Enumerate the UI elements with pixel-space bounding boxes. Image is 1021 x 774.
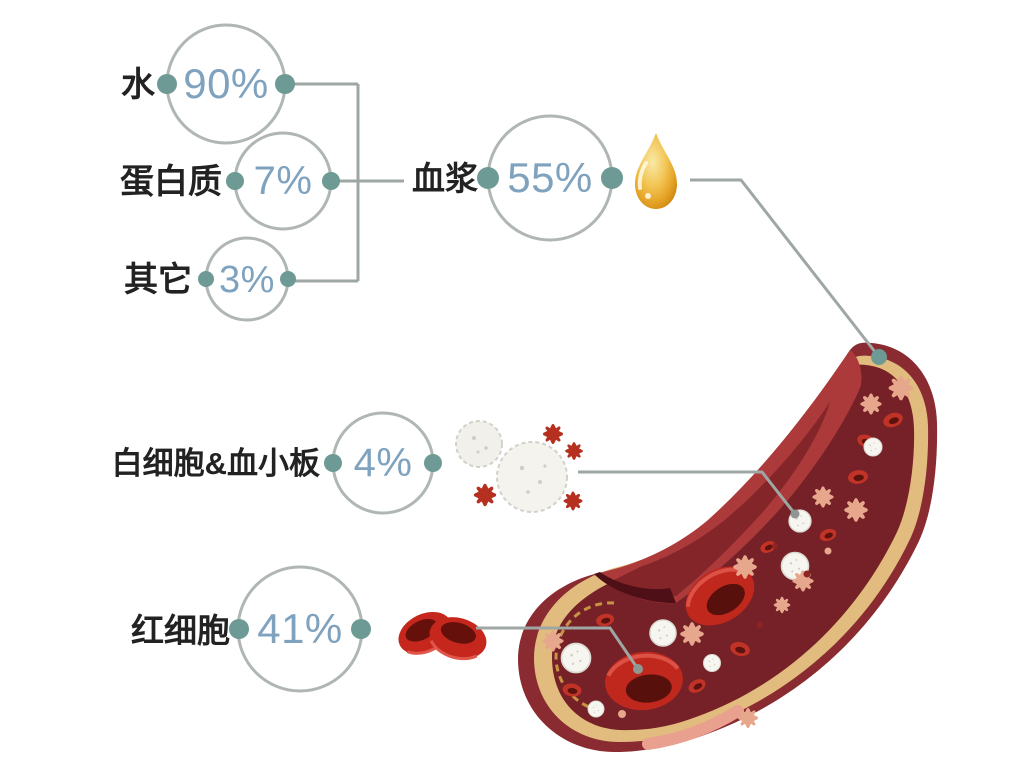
connector-dot [198, 271, 214, 287]
white-cell [649, 619, 677, 647]
rbc-label: 红细胞 [131, 612, 230, 649]
platelet [888, 375, 914, 401]
platelet-icon [565, 442, 583, 460]
wbc-node: 白细胞&血小板 4% [112, 411, 583, 515]
platelet [733, 555, 757, 579]
platelet-icon [563, 491, 583, 511]
platelet [680, 622, 704, 646]
rbc-node: 红细胞 41% [131, 565, 487, 693]
connector-dot [157, 74, 177, 94]
connector-dot [351, 619, 371, 639]
other-node: 其它 3% [124, 236, 296, 322]
protein-node: 蛋白质 7% [120, 131, 340, 231]
platelet [738, 708, 758, 728]
rbc-value: 41% [257, 605, 343, 652]
wbc-connector-line [578, 470, 797, 515]
plasma-value: 55% [507, 154, 593, 201]
cap-lining-scallop [554, 601, 615, 712]
rbc-connector-line [476, 626, 640, 670]
cell-speck [803, 570, 811, 578]
platelet [812, 486, 834, 508]
white-cell [702, 653, 722, 673]
connector-lines [476, 178, 887, 674]
platelet [860, 393, 882, 415]
connector-dot [322, 172, 340, 190]
other-value: 3% [219, 259, 275, 301]
cell-speck [772, 543, 778, 549]
other-label: 其它 [124, 261, 192, 299]
water-label: 水 [121, 66, 156, 104]
connector-dot [601, 167, 623, 189]
red-cell-large [685, 566, 755, 626]
platelet-icon [473, 483, 497, 507]
connector-dot [477, 167, 499, 189]
vessel-intact-wall-shade [614, 402, 830, 597]
wbc-label: 白细胞&血小板 [112, 446, 320, 481]
platelet-speck [618, 710, 626, 718]
plasma-label: 血浆 [412, 160, 478, 197]
platelet [844, 498, 868, 522]
platelet [542, 630, 564, 652]
wbc-value: 4% [354, 441, 413, 485]
connector-dot [275, 74, 295, 94]
water-value: 90% [183, 60, 269, 107]
bracket-lines [285, 82, 404, 283]
wbc-anchor-dot [790, 509, 800, 519]
white-cell [560, 642, 592, 674]
plasma-connector-line [690, 178, 881, 358]
connector-dot [324, 454, 342, 472]
plasma-drop-icon [635, 133, 677, 209]
water-node: 水 90% [121, 23, 295, 145]
blood-vessel-illustration [518, 342, 938, 752]
vessel-cut-edge-pink [642, 705, 744, 750]
platelet-icon [543, 424, 563, 444]
connector-dot [226, 172, 244, 190]
cell-speck [757, 622, 763, 628]
white-cell [863, 437, 883, 457]
red-cell-large [605, 651, 683, 711]
rbc-anchor-dot [633, 664, 643, 674]
white-blood-cell-cluster-icon [455, 420, 583, 513]
connector-dot [280, 271, 296, 287]
platelet-speck [824, 547, 832, 555]
plasma-node: 血浆 55% [412, 114, 677, 242]
white-cell [587, 700, 605, 718]
plasma-anchor-dot [871, 349, 887, 365]
vessel-cells [542, 375, 914, 728]
red-blood-cells-icon [398, 611, 487, 661]
protein-value: 7% [254, 159, 313, 203]
platelet [773, 596, 791, 614]
protein-label: 蛋白质 [120, 163, 222, 201]
vessel-torn-shadow [594, 572, 676, 604]
connector-dot [229, 619, 249, 639]
connector-dot [424, 454, 442, 472]
